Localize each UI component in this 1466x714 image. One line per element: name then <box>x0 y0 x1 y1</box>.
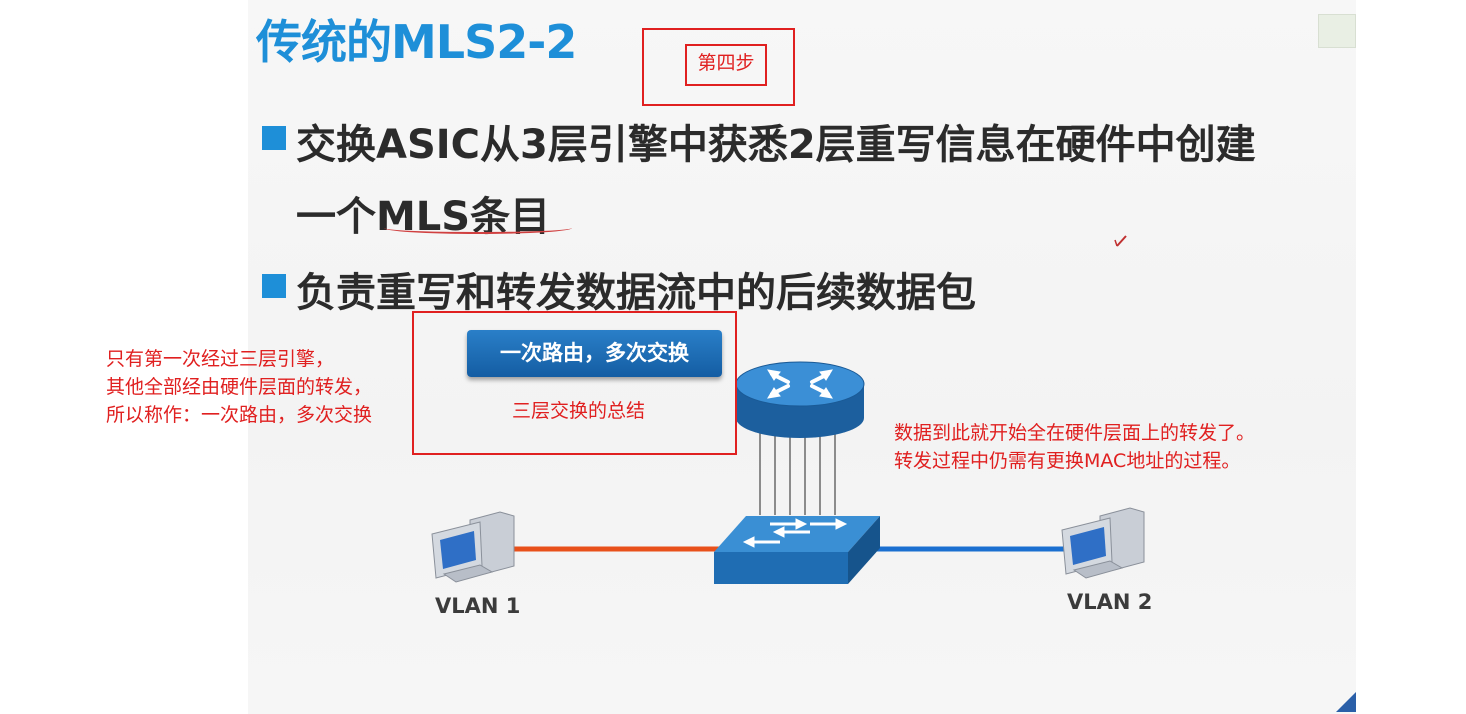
vlan-2-label: VLAN 2 <box>1067 590 1153 614</box>
bullet-1-line-1: 交换ASIC从3层引擎中获悉2层重写信息在硬件中创建 <box>296 122 1256 168</box>
router-switch-connectors <box>759 432 836 515</box>
slide-title: 传统的MLS2-2 <box>256 15 577 69</box>
summary-note: 三层交换的总结 <box>512 400 646 422</box>
route-once-switch-many-pill: 一次路由，多次交换 <box>467 330 722 377</box>
summary-box <box>412 311 737 455</box>
step-outer-box <box>642 28 795 106</box>
pc-icon <box>1061 507 1145 579</box>
corner-logo <box>1318 14 1356 48</box>
slide-canvas <box>248 0 1356 714</box>
bullet-marker <box>262 126 286 150</box>
handwritten-underline <box>384 222 572 234</box>
router-icon <box>735 361 865 438</box>
step-label: 第四步 <box>685 44 767 86</box>
left-note-line-3: 所以称作：一次路由，多次交换 <box>106 404 373 426</box>
switch-icon <box>714 516 880 584</box>
left-note-line-1: 只有第一次经过三层引擎， <box>106 348 335 370</box>
left-note-line-2: 其他全部经由硬件层面的转发， <box>106 376 373 398</box>
bullet-2-line-1: 负责重写和转发数据流中的后续数据包 <box>296 270 976 316</box>
corner-decoration <box>1336 692 1356 712</box>
pc-icon <box>431 511 515 583</box>
bullet-marker <box>262 274 286 298</box>
right-note-line-1: 数据到此就开始全在硬件层面上的转发了。 <box>894 422 1256 444</box>
pen-cursor-icon <box>1114 235 1127 247</box>
vlan-1-label: VLAN 1 <box>435 594 521 618</box>
right-note-line-2: 转发过程中仍需有更换MAC地址的过程。 <box>894 450 1241 472</box>
